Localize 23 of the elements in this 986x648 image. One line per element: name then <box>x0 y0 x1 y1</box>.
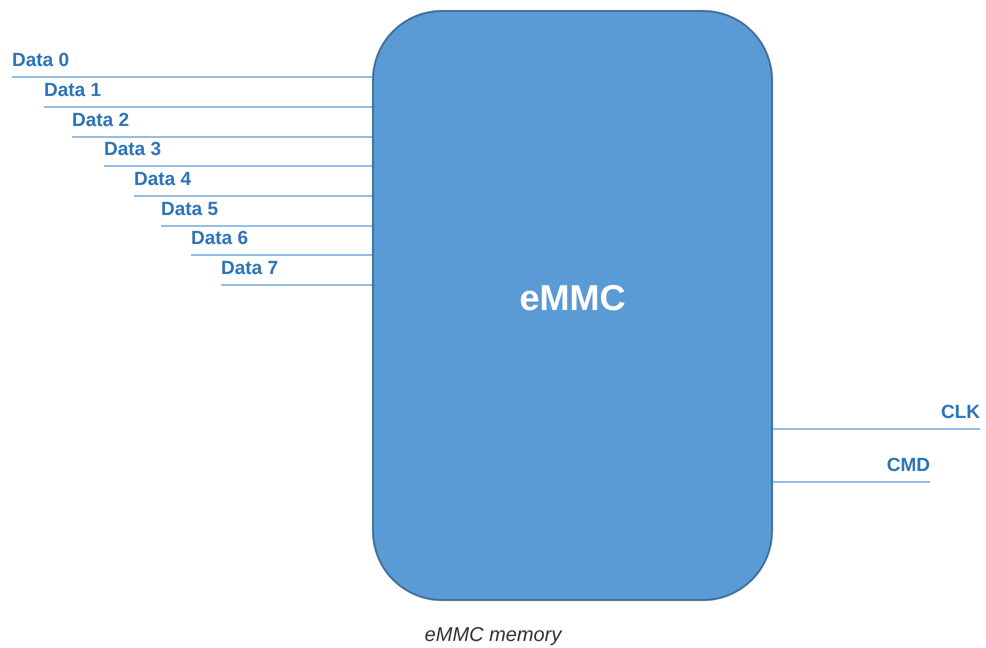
pin-label: Data 3 <box>104 139 214 165</box>
pin-label: CMD <box>820 455 930 481</box>
pin-line <box>104 165 372 167</box>
pin-label: Data 7 <box>221 258 331 284</box>
pin-line <box>221 284 372 286</box>
pin-label: CLK <box>870 402 980 428</box>
pin-line <box>773 428 980 430</box>
pin-line <box>72 136 372 138</box>
pin-label: Data 0 <box>12 50 122 76</box>
chip-label: eMMC <box>520 276 626 320</box>
pin-line <box>12 76 372 78</box>
pin-line <box>44 106 372 108</box>
pin-label: Data 5 <box>161 199 271 225</box>
pin-line <box>773 481 930 483</box>
memory-chip-box <box>372 10 773 601</box>
pin-label: Data 1 <box>44 80 154 106</box>
pin-label: Data 6 <box>191 228 301 254</box>
pin-label: Data 2 <box>72 110 182 136</box>
pin-line <box>161 225 372 227</box>
pin-label: Data 4 <box>134 169 244 195</box>
pin-line <box>191 254 372 256</box>
caption: eMMC memory <box>424 623 564 648</box>
pin-line <box>134 195 372 197</box>
